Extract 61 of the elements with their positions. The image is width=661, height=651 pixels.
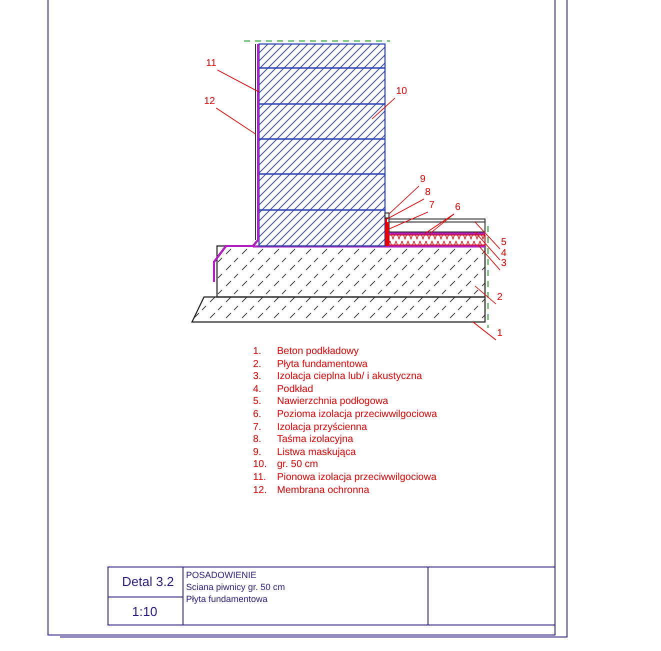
floor-finish-layer xyxy=(388,218,486,222)
callout-number: 9 xyxy=(420,175,426,185)
callout-number: 1 xyxy=(497,329,503,339)
leader-line xyxy=(474,222,500,250)
list-number: 3. xyxy=(253,372,262,382)
legend-item: Nawierzchnia podłogowa xyxy=(277,397,388,408)
legend-item: Izolacja cieplna lub/ i akustyczna xyxy=(277,372,422,382)
concrete-base xyxy=(191,296,486,323)
legend-item: Izolacja przyścienna xyxy=(277,422,368,433)
legend-item: Pozioma izolacja przeciwwilgociowa xyxy=(277,410,438,420)
list-number: 2. xyxy=(253,360,262,370)
leader-line xyxy=(388,186,420,214)
leader-line xyxy=(424,214,454,234)
legend-item: Membrana ochronna xyxy=(277,486,370,496)
leader-line xyxy=(216,108,256,134)
list-number: 8. xyxy=(253,435,262,446)
list-number: 11. xyxy=(253,473,266,483)
subtitle-text: Płyta fundamentowa xyxy=(186,595,268,604)
masonry-wall xyxy=(258,43,386,247)
legend-item: Podkład xyxy=(277,384,314,395)
callout-number: 8 xyxy=(425,188,431,198)
callout-number: 10 xyxy=(396,87,408,97)
callout-number: 7 xyxy=(429,201,435,211)
callout-number: 2 xyxy=(497,293,503,303)
title-text: POSADOWIENIE xyxy=(186,571,257,580)
legend-item: gr. 50 cm xyxy=(277,460,318,470)
foundation-slab xyxy=(216,245,486,298)
subtitle-text: Sciana piwnicy gr. 50 cm xyxy=(186,583,286,592)
leader-line xyxy=(216,70,260,92)
list-number: 7. xyxy=(253,422,262,433)
leader-line xyxy=(386,198,424,220)
leader-line xyxy=(474,232,500,260)
callout-number: 5 xyxy=(501,238,507,248)
callout-number: 12 xyxy=(204,97,216,107)
list-number: 10. xyxy=(253,460,267,470)
list-number: 1. xyxy=(253,347,262,357)
callout-number: 6 xyxy=(455,203,461,213)
scale-text: 1:10 xyxy=(132,605,158,618)
callout-number: 11 xyxy=(206,59,216,69)
list-number: 12. xyxy=(253,486,267,496)
list-number: 5. xyxy=(253,397,262,408)
list-number: 6. xyxy=(253,410,262,420)
leader-line xyxy=(472,322,496,340)
legend-item: Beton podkładowy xyxy=(277,347,359,357)
leader-line xyxy=(372,98,396,120)
leader-line xyxy=(430,214,454,234)
detail-number: Detal 3.2 xyxy=(122,575,174,588)
leader-line xyxy=(478,244,500,270)
list-number: 4. xyxy=(253,384,262,395)
legend-item: Pionowa izolacja przeciwwilgociowa xyxy=(277,473,437,483)
callout-number: 3 xyxy=(501,259,507,269)
legend-item: Płyta fundamentowa xyxy=(277,360,368,370)
legend-item: Taśma izolacyjna xyxy=(277,435,354,446)
insulation-layer xyxy=(388,234,486,246)
leader-line xyxy=(474,286,496,304)
list-number: 9. xyxy=(253,448,262,458)
callout-number: 4 xyxy=(501,249,507,259)
legend-item: Listwa maskująca xyxy=(277,448,356,458)
skirting-board xyxy=(384,212,390,218)
leader-line xyxy=(388,212,428,230)
edge-insulation-strip xyxy=(385,222,389,246)
